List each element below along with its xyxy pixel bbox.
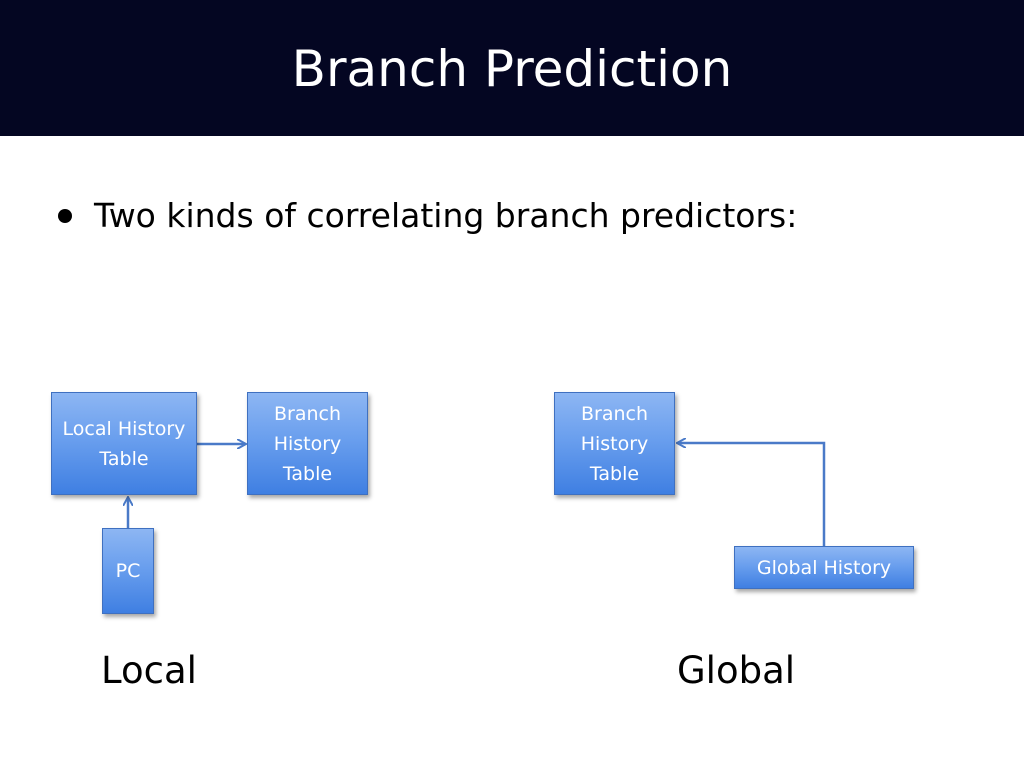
- bullet-icon: [58, 209, 72, 223]
- local-history-table-box: Local History Table: [51, 392, 197, 495]
- local-branch-history-table-label: Branch History Table: [273, 402, 342, 485]
- bullet-item: Two kinds of correlating branch predicto…: [58, 192, 797, 238]
- global-history-box: Global History: [734, 546, 914, 589]
- global-history-label: Global History: [756, 556, 892, 579]
- global-branch-history-table-box: Branch History Table: [554, 392, 675, 495]
- global-branch-history-table-label: Branch History Table: [580, 402, 649, 485]
- local-history-table-label: Local History Table: [62, 417, 186, 470]
- slide-title: Branch Prediction: [291, 40, 733, 98]
- local-caption: Local: [101, 649, 197, 692]
- pc-label: PC: [115, 560, 141, 582]
- local-branch-history-table-box: Branch History Table: [247, 392, 368, 495]
- arrow-gh-to-bht: [678, 443, 826, 546]
- bullet-text: Two kinds of correlating branch predicto…: [94, 195, 798, 235]
- title-bar: Branch Prediction: [0, 0, 1024, 136]
- global-caption: Global: [677, 649, 796, 692]
- pc-box: PC: [102, 528, 154, 614]
